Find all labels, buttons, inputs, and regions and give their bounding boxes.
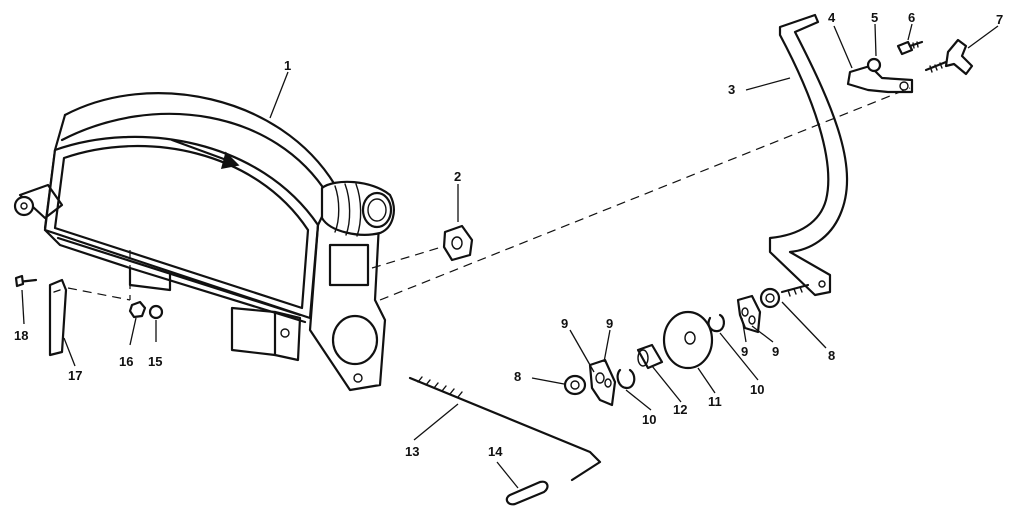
screw-6	[896, 40, 924, 56]
wing-nut	[924, 38, 974, 76]
callout-14: 14	[488, 444, 503, 459]
nut-8-left	[563, 374, 587, 396]
latch-strip	[48, 278, 68, 357]
callout-9-d: 9	[741, 344, 748, 359]
assembly-lines	[67, 87, 911, 301]
clip-9-left	[588, 358, 617, 407]
callout-13: 13	[405, 444, 419, 459]
callout-2: 2	[454, 169, 461, 184]
callout-8-right: 8	[828, 348, 835, 363]
leader-lines	[21, 23, 999, 489]
callout-5: 5	[871, 10, 878, 25]
callout-7: 7	[996, 12, 1003, 27]
callout-16: 16	[119, 354, 133, 369]
callout-15: 15	[148, 354, 162, 369]
nut-5	[866, 57, 882, 73]
spacer	[636, 343, 664, 370]
callout-1: 1	[284, 58, 291, 73]
callout-9-c: 9	[772, 344, 779, 359]
callout-4: 4	[828, 10, 836, 25]
square-nut	[442, 224, 474, 262]
callout-12: 12	[673, 402, 687, 417]
callout-17: 17	[68, 368, 82, 383]
callout-10-left: 10	[642, 412, 656, 427]
bracket	[846, 64, 914, 94]
callout-11: 11	[708, 394, 722, 409]
retaining-ring-left	[616, 368, 636, 390]
blade-guard-housing	[13, 92, 395, 392]
clip-9-right	[736, 294, 762, 334]
callout-9-a: 9	[561, 316, 568, 331]
handle-grip	[505, 480, 549, 506]
callout-9-b: 9	[606, 316, 613, 331]
nut-15	[148, 304, 164, 320]
guard-support-arm	[768, 13, 849, 297]
nut-8-right	[759, 283, 810, 309]
callout-8-left: 8	[514, 369, 521, 384]
callout-10-right: 10	[750, 382, 764, 397]
screw-18	[14, 274, 38, 288]
disc	[662, 310, 714, 370]
callout-18: 18	[14, 328, 28, 343]
callout-labels: 1 2 3 4 5 6 7 8 8 9 9 9 9 10 10 11 12 13…	[14, 10, 1003, 459]
nut-16	[128, 300, 147, 319]
threaded-rod	[408, 376, 602, 482]
callout-3: 3	[728, 82, 735, 97]
callout-6: 6	[908, 10, 915, 25]
